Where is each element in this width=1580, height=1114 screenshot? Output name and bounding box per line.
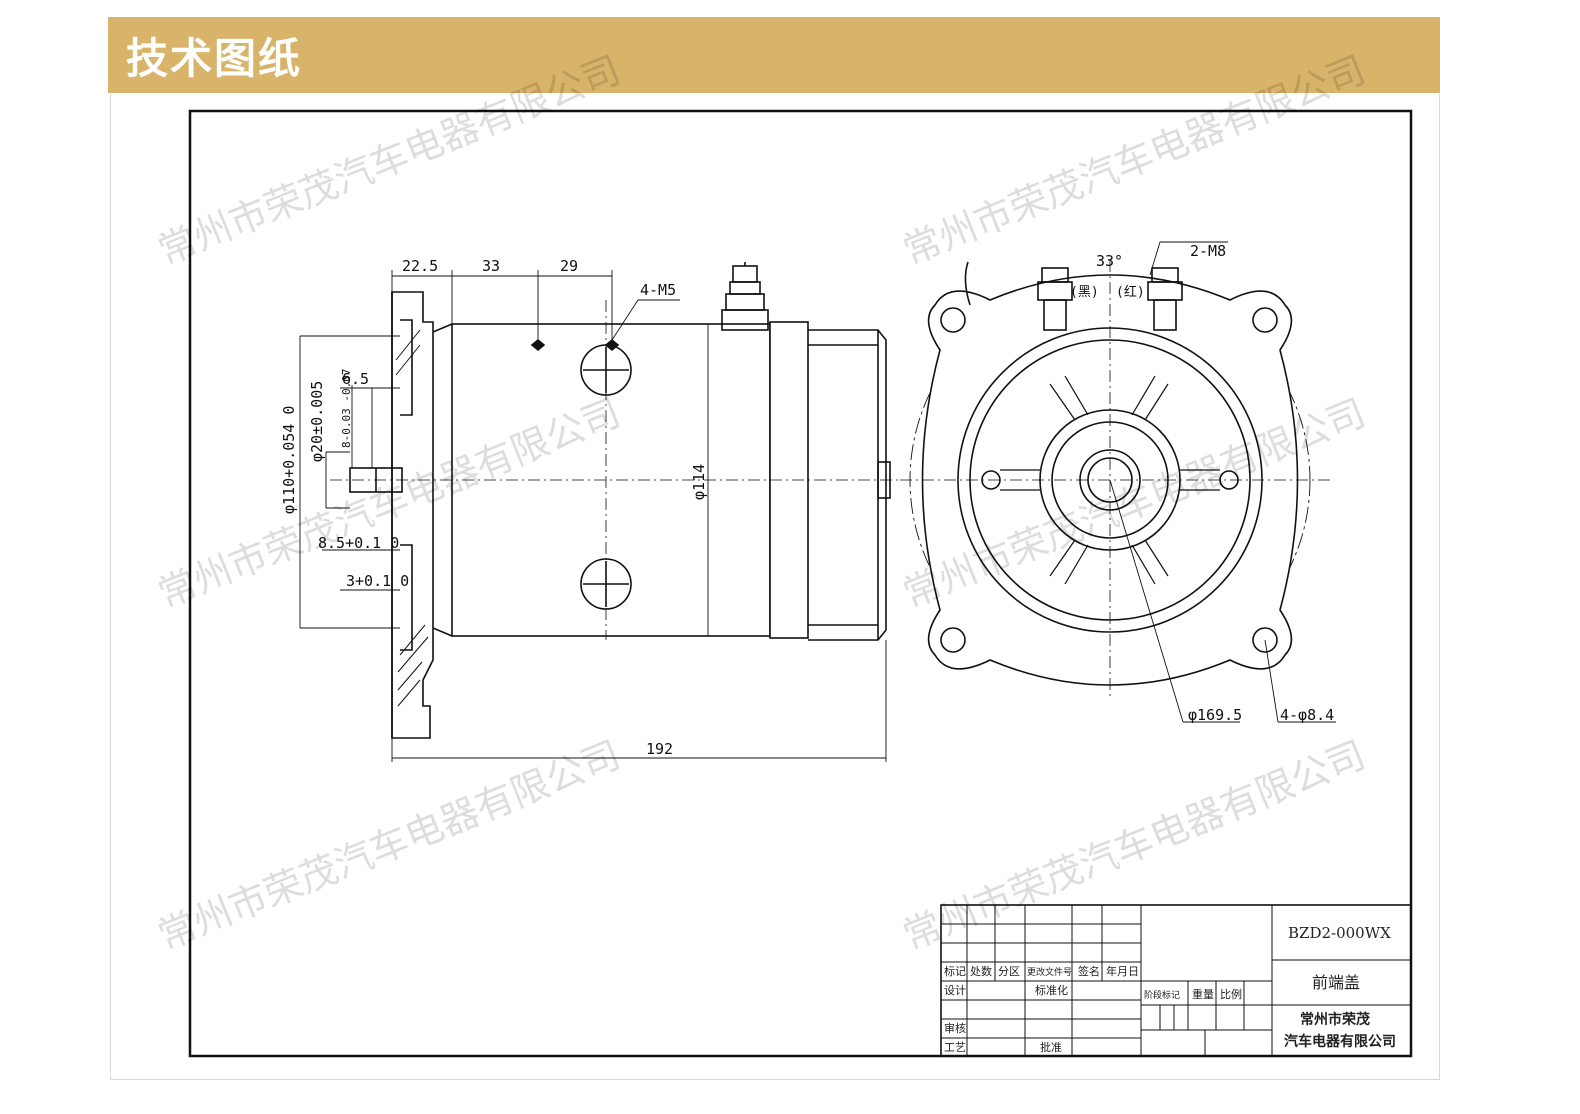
watermark: 常州市荣茂汽车电器有限公司 [897, 47, 1372, 273]
dim-6-5: 6.5 [342, 370, 369, 388]
terminal-red-label: (红) [1116, 284, 1145, 300]
tb-label-design: 设计 [944, 984, 966, 997]
tb-label-process: 工艺 [944, 1041, 966, 1054]
drawing-number: BZD2-000WX [1288, 924, 1391, 942]
dim-33-deg: 33° [1096, 252, 1123, 270]
tb-label-mark: 标记 [944, 964, 966, 978]
tb-label-review: 审核 [944, 1021, 966, 1035]
tb-label-sign: 签名 [1078, 964, 1100, 978]
dim-phi169-5: φ169.5 [1188, 706, 1242, 724]
title-block [940, 904, 1412, 1057]
dim-29: 29 [560, 257, 578, 275]
dim-holes: 4-φ8.4 [1280, 706, 1334, 724]
watermark: 常州市荣茂汽车电器有限公司 [152, 47, 627, 273]
tb-label-approve: 批准 [1040, 1040, 1062, 1054]
drawing-panel [110, 94, 1440, 1080]
terminal-black-label: (黑) [1070, 285, 1099, 300]
side-view [349, 262, 891, 739]
company-line-2: 汽车电器有限公司 [1284, 1033, 1396, 1050]
dim-phi110: φ110+0.054 0 [280, 406, 298, 514]
dim-m5: 4-M5 [640, 281, 676, 299]
part-name: 前端盖 [1312, 973, 1360, 992]
tb-label-count: 处数 [970, 965, 992, 978]
dim-phi114: φ114 [690, 464, 708, 500]
dim-m8: 2-M8 [1190, 242, 1226, 260]
dim-22-5: 22.5 [402, 257, 438, 275]
dim-8-5: 8.5+0.1 0 [318, 534, 399, 552]
tb-label-standard: 标准化 [1035, 983, 1068, 997]
tb-label-weight: 重量 [1192, 987, 1214, 1001]
dim-33: 33 [482, 257, 500, 275]
tb-label-date: 年月日 [1106, 964, 1139, 978]
dim-3: 3+0.1 0 [346, 572, 409, 590]
tb-label-scale: 比例 [1220, 987, 1242, 1001]
section-title: 技术图纸 [126, 34, 303, 83]
tb-label-change: 更改文件号 [1027, 966, 1072, 978]
dim-192: 192 [646, 740, 673, 758]
section-header: 技术图纸 [108, 17, 1440, 93]
tb-label-zone: 分区 [998, 965, 1020, 978]
drawing-frame [188, 109, 1413, 1058]
company-line-1: 常州市荣茂 [1300, 1011, 1370, 1028]
dim-phi20: φ20±0.005 [308, 381, 326, 462]
dim-8-tol: 8-0.03 -0.07 [340, 369, 353, 448]
tb-label-stage: 阶段标记 [1144, 989, 1180, 1001]
watermark: 常州市荣茂汽车电器有限公司 [152, 732, 627, 958]
